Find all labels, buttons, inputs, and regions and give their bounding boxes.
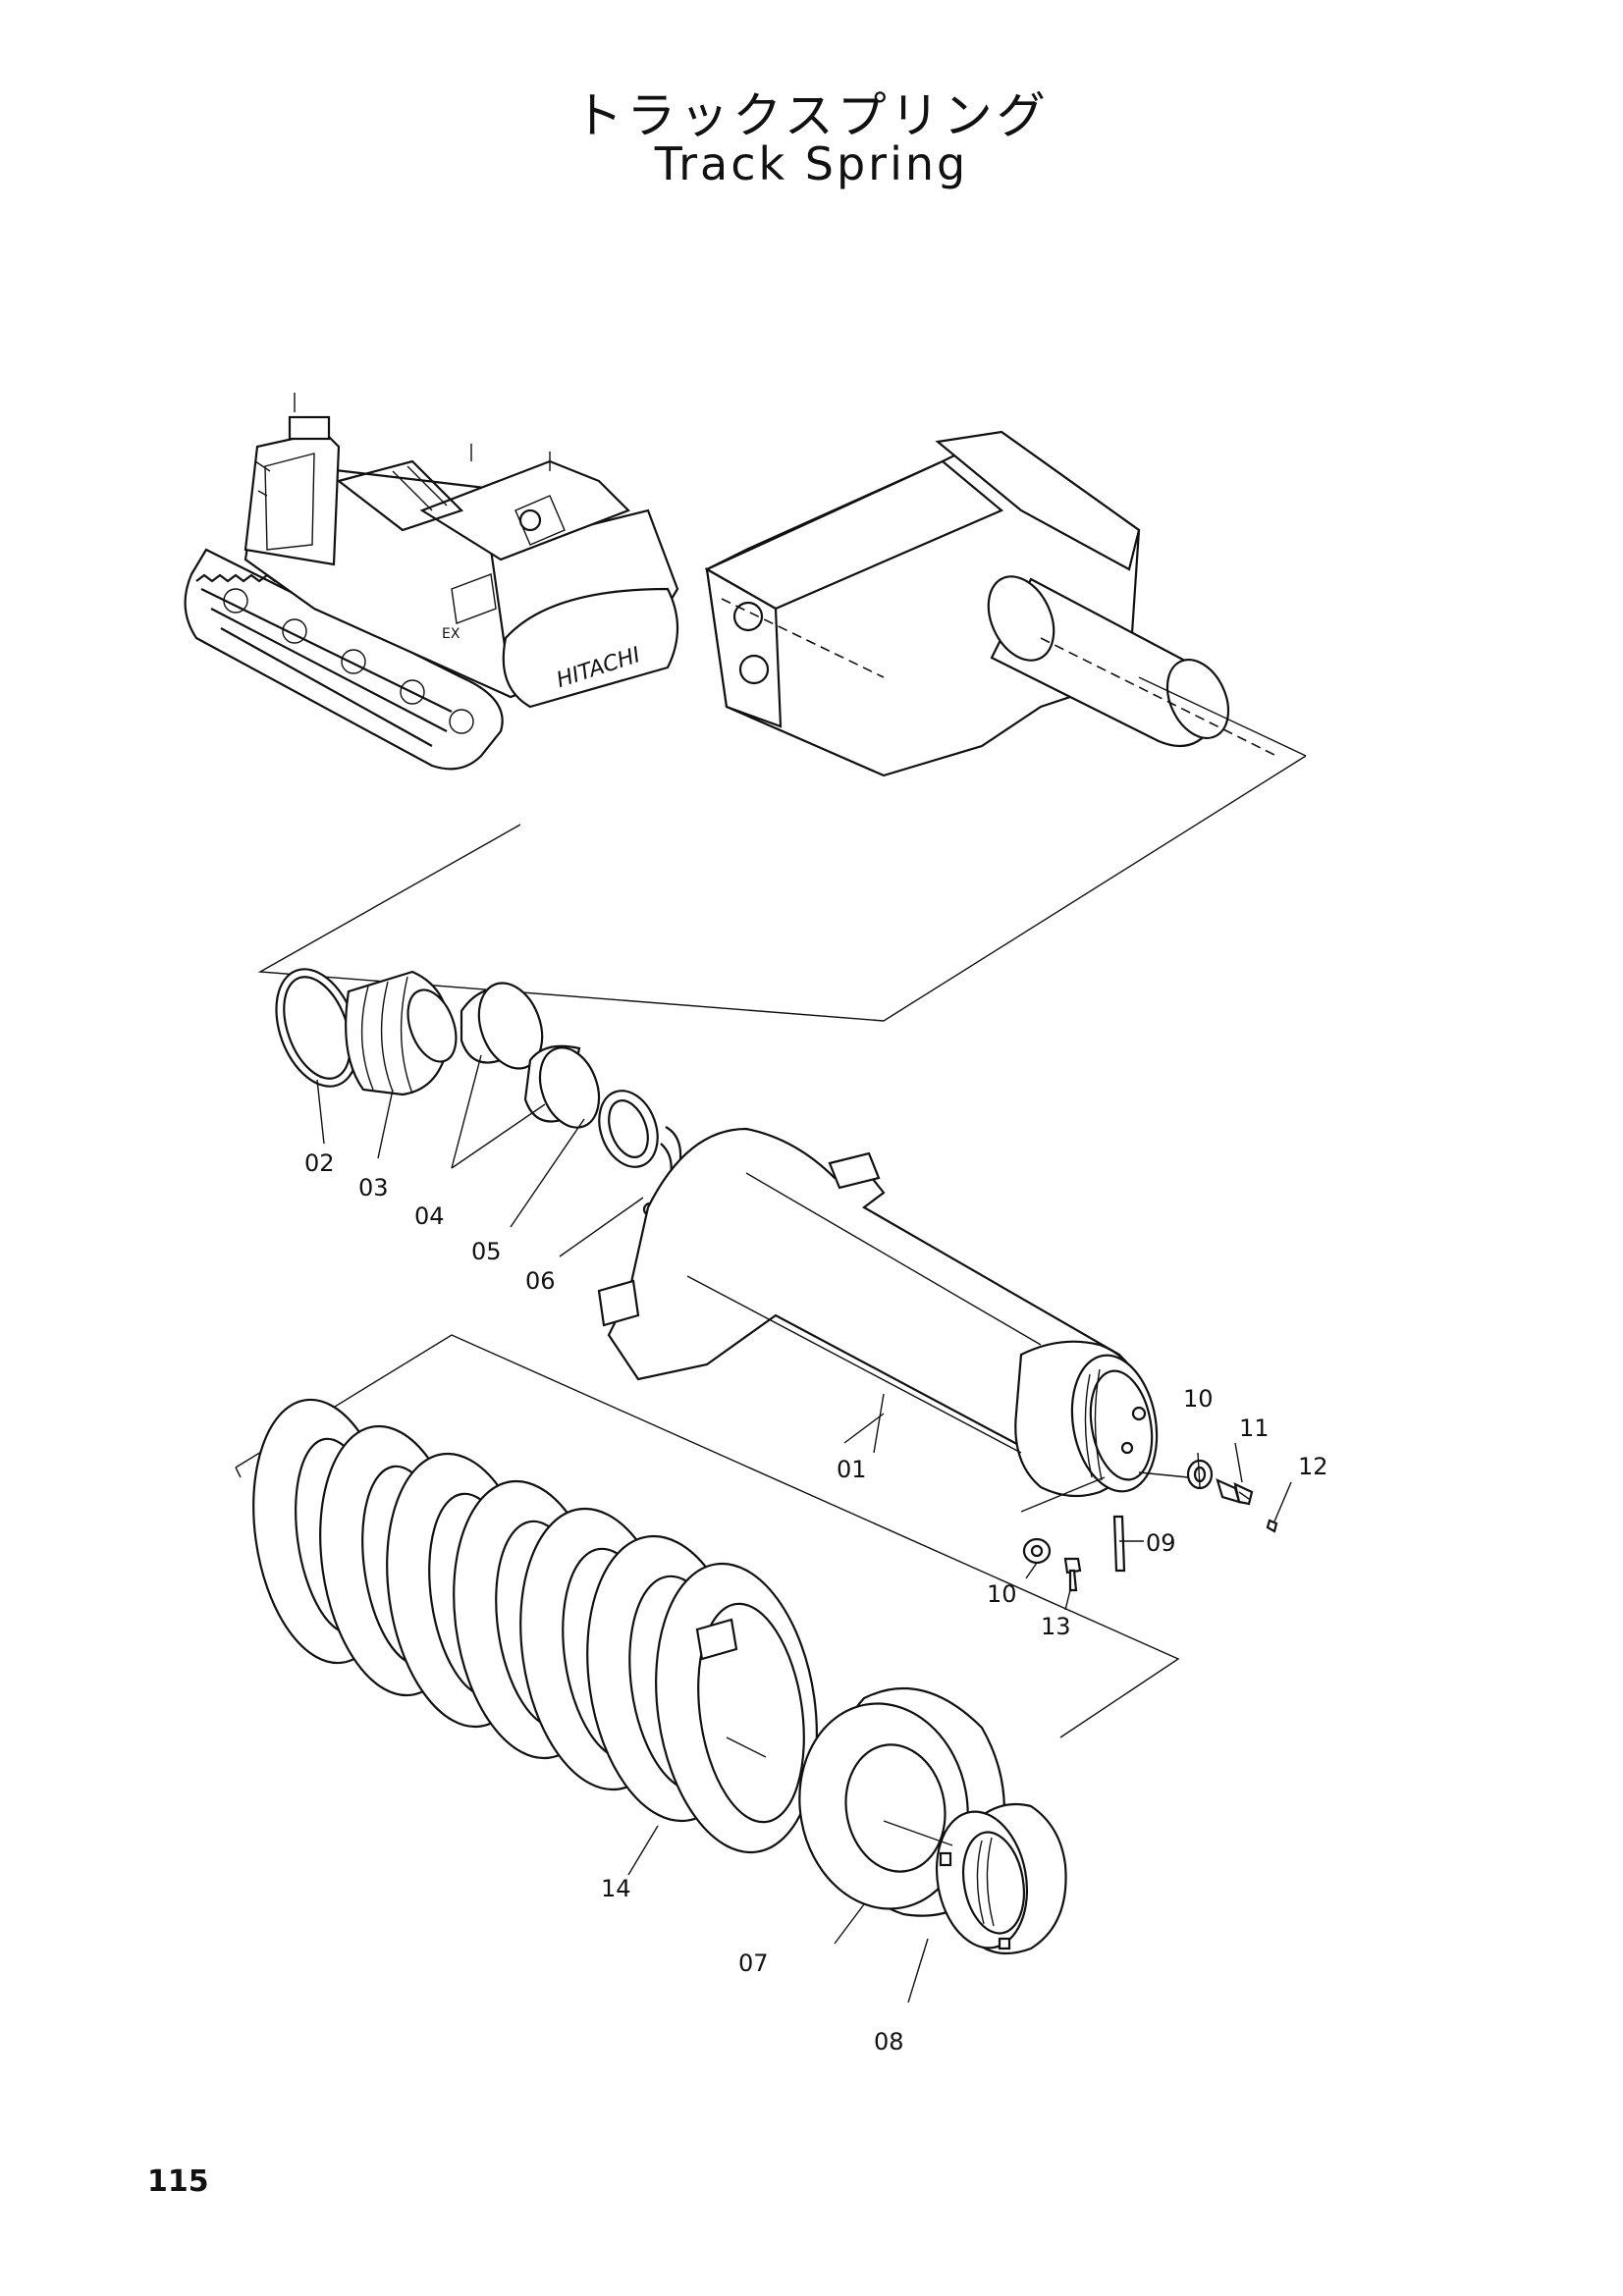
- spring-cylinder: [597, 1127, 1159, 1498]
- part-label-14: 14: [601, 1875, 631, 1902]
- leader-plane-lower: [235, 1334, 1180, 1738]
- hardware-group: [1020, 1459, 1278, 1592]
- excavator-illustration: HITACHI EX: [184, 393, 679, 771]
- page-number: 115: [147, 2164, 209, 2199]
- leader-plane-upper: [257, 676, 1307, 1022]
- leader-lines: [316, 1054, 1292, 2003]
- part-label-12: 12: [1298, 1453, 1328, 1480]
- part-label-09: 09: [1146, 1529, 1176, 1557]
- page-title-japanese: トラックスプリング: [573, 87, 1050, 144]
- coil-spring: [252, 1398, 818, 1854]
- part-label-04: 04: [414, 1202, 445, 1230]
- part-label-01: 01: [837, 1456, 867, 1483]
- part-label-03: 03: [358, 1174, 389, 1201]
- track-frame: [704, 430, 1277, 777]
- part-label-10-lower: 10: [987, 1580, 1017, 1608]
- lock-nut: [883, 1802, 1067, 1955]
- part-labels: 02 03 04 05 06 01 10 11 12 09 10 13 14 0…: [304, 1149, 1328, 2056]
- part-label-08: 08: [874, 2028, 904, 2056]
- part-label-13: 13: [1041, 1613, 1071, 1640]
- part-label-10-upper: 10: [1183, 1385, 1214, 1413]
- seal-group: [275, 968, 682, 1217]
- part-label-06: 06: [525, 1267, 556, 1295]
- part-label-05: 05: [471, 1238, 502, 1265]
- part-label-02: 02: [304, 1149, 335, 1177]
- machine-cab-badge: EX: [442, 626, 460, 642]
- part-label-07: 07: [738, 1949, 769, 1977]
- part-label-11: 11: [1239, 1415, 1270, 1442]
- page-title-english: Track Spring: [654, 137, 969, 190]
